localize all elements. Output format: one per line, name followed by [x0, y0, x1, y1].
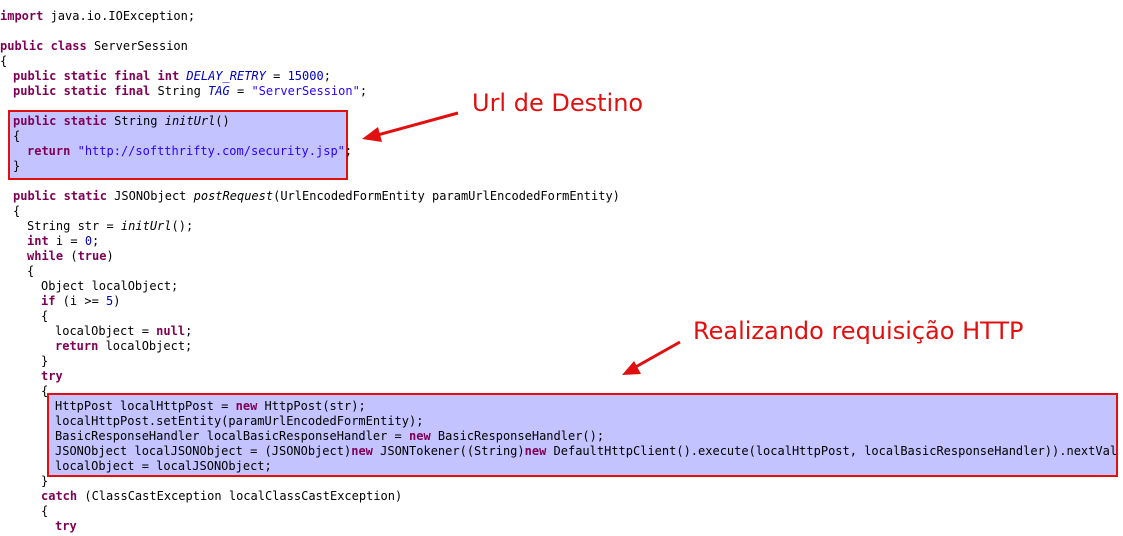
code-line-28: localObject = localJSONObject;	[55, 459, 272, 473]
code-line-30: catch (ClassCastException localClassCast…	[41, 489, 403, 503]
code-line-22: try	[41, 369, 63, 383]
code-line-3: {	[0, 54, 8, 68]
code-line-13: int i = 0;	[27, 234, 100, 248]
code-line-9: }	[13, 159, 21, 173]
code-line-6: public static String initUrl()	[13, 114, 230, 128]
code-line-10: public static JSONObject postRequest(Url…	[13, 189, 620, 203]
annotation-request-label: Realizando requisição HTTP	[693, 317, 1024, 345]
code-line-17: if (i >= 5)	[41, 294, 121, 308]
code-line-20: return localObject;	[55, 339, 193, 353]
annotation-url-label: Url de Destino	[472, 89, 644, 117]
code-line-14: while (true)	[27, 249, 114, 263]
code-line-19: localObject = null;	[55, 324, 193, 338]
code-line-4: public static final int DELAY_RETRY = 15…	[13, 69, 331, 83]
code-line-29: }	[41, 474, 49, 488]
code-line-2: public class ServerSession	[0, 39, 188, 53]
url-method-highlight-box	[8, 110, 348, 180]
code-line-11: {	[13, 204, 21, 218]
http-request-highlight-box	[47, 393, 1118, 477]
code-line-15: {	[27, 264, 35, 278]
code-line-16: Object localObject;	[41, 279, 179, 293]
code-line-32: try	[55, 519, 77, 533]
code-line-31: {	[41, 504, 49, 518]
code-line-24: HttpPost localHttpPost = new HttpPost(st…	[55, 399, 366, 413]
code-line-25: localHttpPost.setEntity(paramUrlEncodedF…	[55, 414, 424, 428]
code-line-18: {	[41, 309, 49, 323]
arrow-to-http-request	[622, 340, 681, 375]
code-line-12: String str = initUrl();	[27, 219, 194, 233]
code-line-23: {	[41, 384, 49, 398]
code-line-8: return "http://softthrifty.com/security.…	[27, 144, 353, 158]
code-line-7: {	[13, 129, 21, 143]
code-line-5: public static final String TAG = "Server…	[13, 84, 368, 98]
code-line-1: import java.io.IOException;	[0, 9, 196, 23]
code-line-26: BasicResponseHandler localBasicResponseH…	[55, 429, 605, 443]
code-line-21: }	[41, 354, 49, 368]
code-line-27: JSONObject localJSONObject = (JSONObject…	[55, 444, 1116, 458]
arrow-to-url-method	[362, 111, 459, 142]
